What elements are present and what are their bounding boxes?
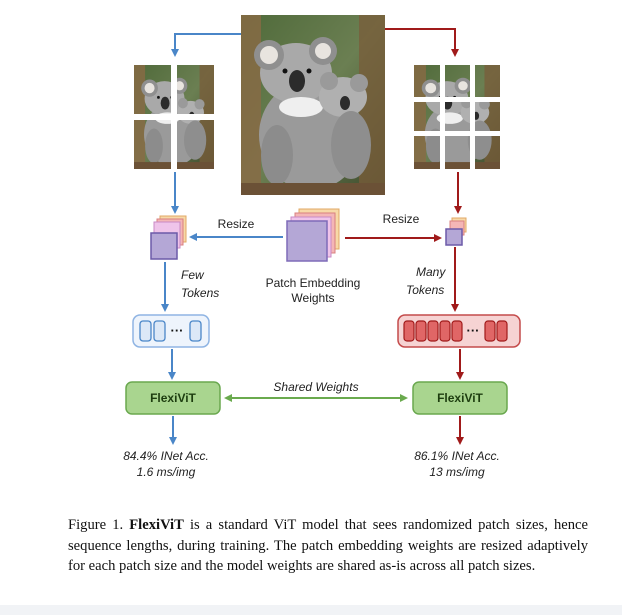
shared-weights-label: Shared Weights bbox=[273, 380, 358, 394]
resize-label-right: Resize bbox=[383, 212, 420, 226]
left-patch-embedding-icon bbox=[150, 215, 187, 260]
figure-caption: Figure 1. FlexiViT is a standard ViT mod… bbox=[68, 515, 588, 577]
bottom-strip bbox=[0, 605, 622, 615]
flexivit-model-left bbox=[125, 381, 221, 415]
weights-label-line1: Patch Embedding bbox=[266, 276, 361, 290]
right-patch-embedding-icon bbox=[445, 217, 467, 246]
many-token-ellipsis: ··· bbox=[467, 323, 480, 338]
few-tokens-line1: Few bbox=[181, 268, 205, 282]
few-tokens-line2: Tokens bbox=[181, 286, 219, 300]
flexivit-model-right-label: FlexiViT bbox=[437, 391, 483, 405]
few-token-ellipsis: ··· bbox=[171, 323, 184, 338]
caption-body: is a standard ViT model that sees random… bbox=[68, 517, 588, 574]
right-result-accuracy: 86.1% INet Acc. bbox=[414, 449, 500, 463]
left-result-latency: 1.6 ms/img bbox=[137, 465, 196, 479]
many-token-sequence bbox=[397, 314, 521, 348]
many-tokens-line1: Many bbox=[416, 265, 446, 279]
caption-prefix: Figure 1. bbox=[68, 517, 124, 533]
blue-arrow-top bbox=[171, 33, 241, 57]
patch-embedding-weights-icon bbox=[286, 208, 340, 262]
left-result-accuracy: 84.4% INet Acc. bbox=[123, 449, 209, 463]
few-token-sequence bbox=[132, 314, 210, 348]
flexivit-model-right bbox=[412, 381, 508, 415]
flexivit-model-left-label: FlexiViT bbox=[150, 391, 196, 405]
input-image bbox=[241, 15, 385, 195]
resize-label-left: Resize bbox=[218, 217, 255, 231]
weights-label-line2: Weights bbox=[291, 291, 334, 305]
left-patch-grid bbox=[129, 60, 219, 174]
red-arrow-top bbox=[385, 28, 459, 57]
right-patch-grid bbox=[409, 60, 505, 174]
caption-bold-term: FlexiViT bbox=[129, 517, 184, 533]
many-tokens-line2: Tokens bbox=[406, 283, 444, 297]
right-result-latency: 13 ms/img bbox=[429, 465, 485, 479]
